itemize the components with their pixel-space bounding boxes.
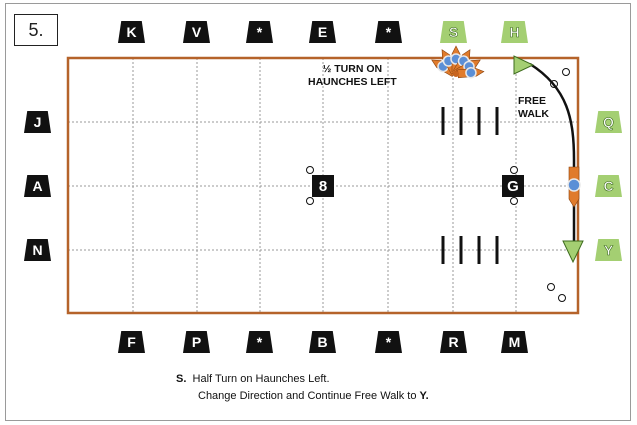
caption-line2-text: Change Direction and Continue Free Walk … xyxy=(198,390,420,402)
letter-n: N xyxy=(24,239,51,261)
letter-c: C xyxy=(595,175,622,197)
letter-e: E xyxy=(309,21,336,43)
cone xyxy=(510,166,518,174)
half-turn-label-line2: HAUNCHES LEFT xyxy=(308,76,397,88)
marker-g: G xyxy=(502,175,524,197)
end-arrow xyxy=(562,240,584,264)
ground-poles-lower xyxy=(441,236,499,264)
ground-poles-upper xyxy=(441,107,499,135)
cone xyxy=(547,283,555,291)
caption-line1: S. Half Turn on Haunches Left. xyxy=(176,371,429,388)
letter-y: Y xyxy=(595,239,622,261)
letter-p: P xyxy=(183,331,210,353)
letter-v: V xyxy=(183,21,210,43)
marker-8: 8 xyxy=(312,175,334,197)
cone xyxy=(510,197,518,205)
diagram-frame xyxy=(5,3,631,421)
cones xyxy=(306,68,570,302)
horse-on-path xyxy=(567,166,581,208)
caption-line2: Change Direction and Continue Free Walk … xyxy=(176,388,429,405)
half-turn-label-line1: ½ TURN ON xyxy=(322,63,383,75)
letter-star: * xyxy=(246,331,273,353)
free-walk-label: FREE WALK xyxy=(518,95,549,121)
free-walk-path xyxy=(529,62,576,246)
letter-m: M xyxy=(501,331,528,353)
letter-k: K xyxy=(118,21,145,43)
cone xyxy=(558,294,566,302)
caption-line1-text: Half Turn on Haunches Left. xyxy=(192,373,330,385)
arena-grid xyxy=(68,58,578,313)
cone xyxy=(306,166,314,174)
half-turn-label: ½ TURN ON HAUNCHES LEFT xyxy=(308,63,397,89)
rider-icon xyxy=(465,66,477,79)
letter-q: Q xyxy=(595,111,622,133)
rider-icon xyxy=(567,178,581,192)
turn-pivot xyxy=(453,71,459,77)
letter-r: R xyxy=(440,331,467,353)
step-number: 5. xyxy=(14,14,58,46)
letter-star: * xyxy=(375,21,402,43)
caption-line2-bold: Y. xyxy=(419,390,429,402)
free-walk-label-line2: WALK xyxy=(518,108,549,120)
letter-j: J xyxy=(24,111,51,133)
letter-b: B xyxy=(309,331,336,353)
letter-f: F xyxy=(118,331,145,353)
horse-figure xyxy=(457,66,485,79)
letter-h: H xyxy=(501,21,528,43)
letter-s: S xyxy=(440,21,467,43)
half-turn-horses xyxy=(431,45,485,79)
caption: S. Half Turn on Haunches Left. Change Di… xyxy=(176,371,429,405)
letter-a: A xyxy=(24,175,51,197)
letter-star: * xyxy=(246,21,273,43)
cone xyxy=(306,197,314,205)
start-arrow xyxy=(513,55,535,75)
cone xyxy=(562,68,570,76)
caption-prefix: S. xyxy=(176,373,187,385)
free-walk-label-line1: FREE xyxy=(518,95,547,107)
letter-star: * xyxy=(375,331,402,353)
